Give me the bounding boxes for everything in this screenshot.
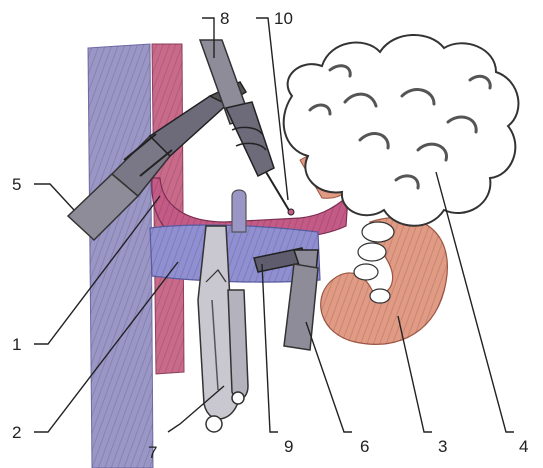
label-5: 5	[12, 175, 21, 194]
label-7: 7	[148, 443, 157, 462]
label-10: 10	[274, 9, 293, 28]
label-1: 1	[12, 335, 21, 354]
label-8: 8	[220, 9, 229, 28]
label-2: 2	[12, 423, 21, 442]
perirenal-fat	[284, 35, 519, 226]
vessel-branch	[232, 190, 246, 232]
label-3: 3	[438, 437, 447, 456]
label-6: 6	[360, 437, 369, 456]
label-4: 4	[519, 437, 528, 456]
label-9: 9	[284, 437, 293, 456]
